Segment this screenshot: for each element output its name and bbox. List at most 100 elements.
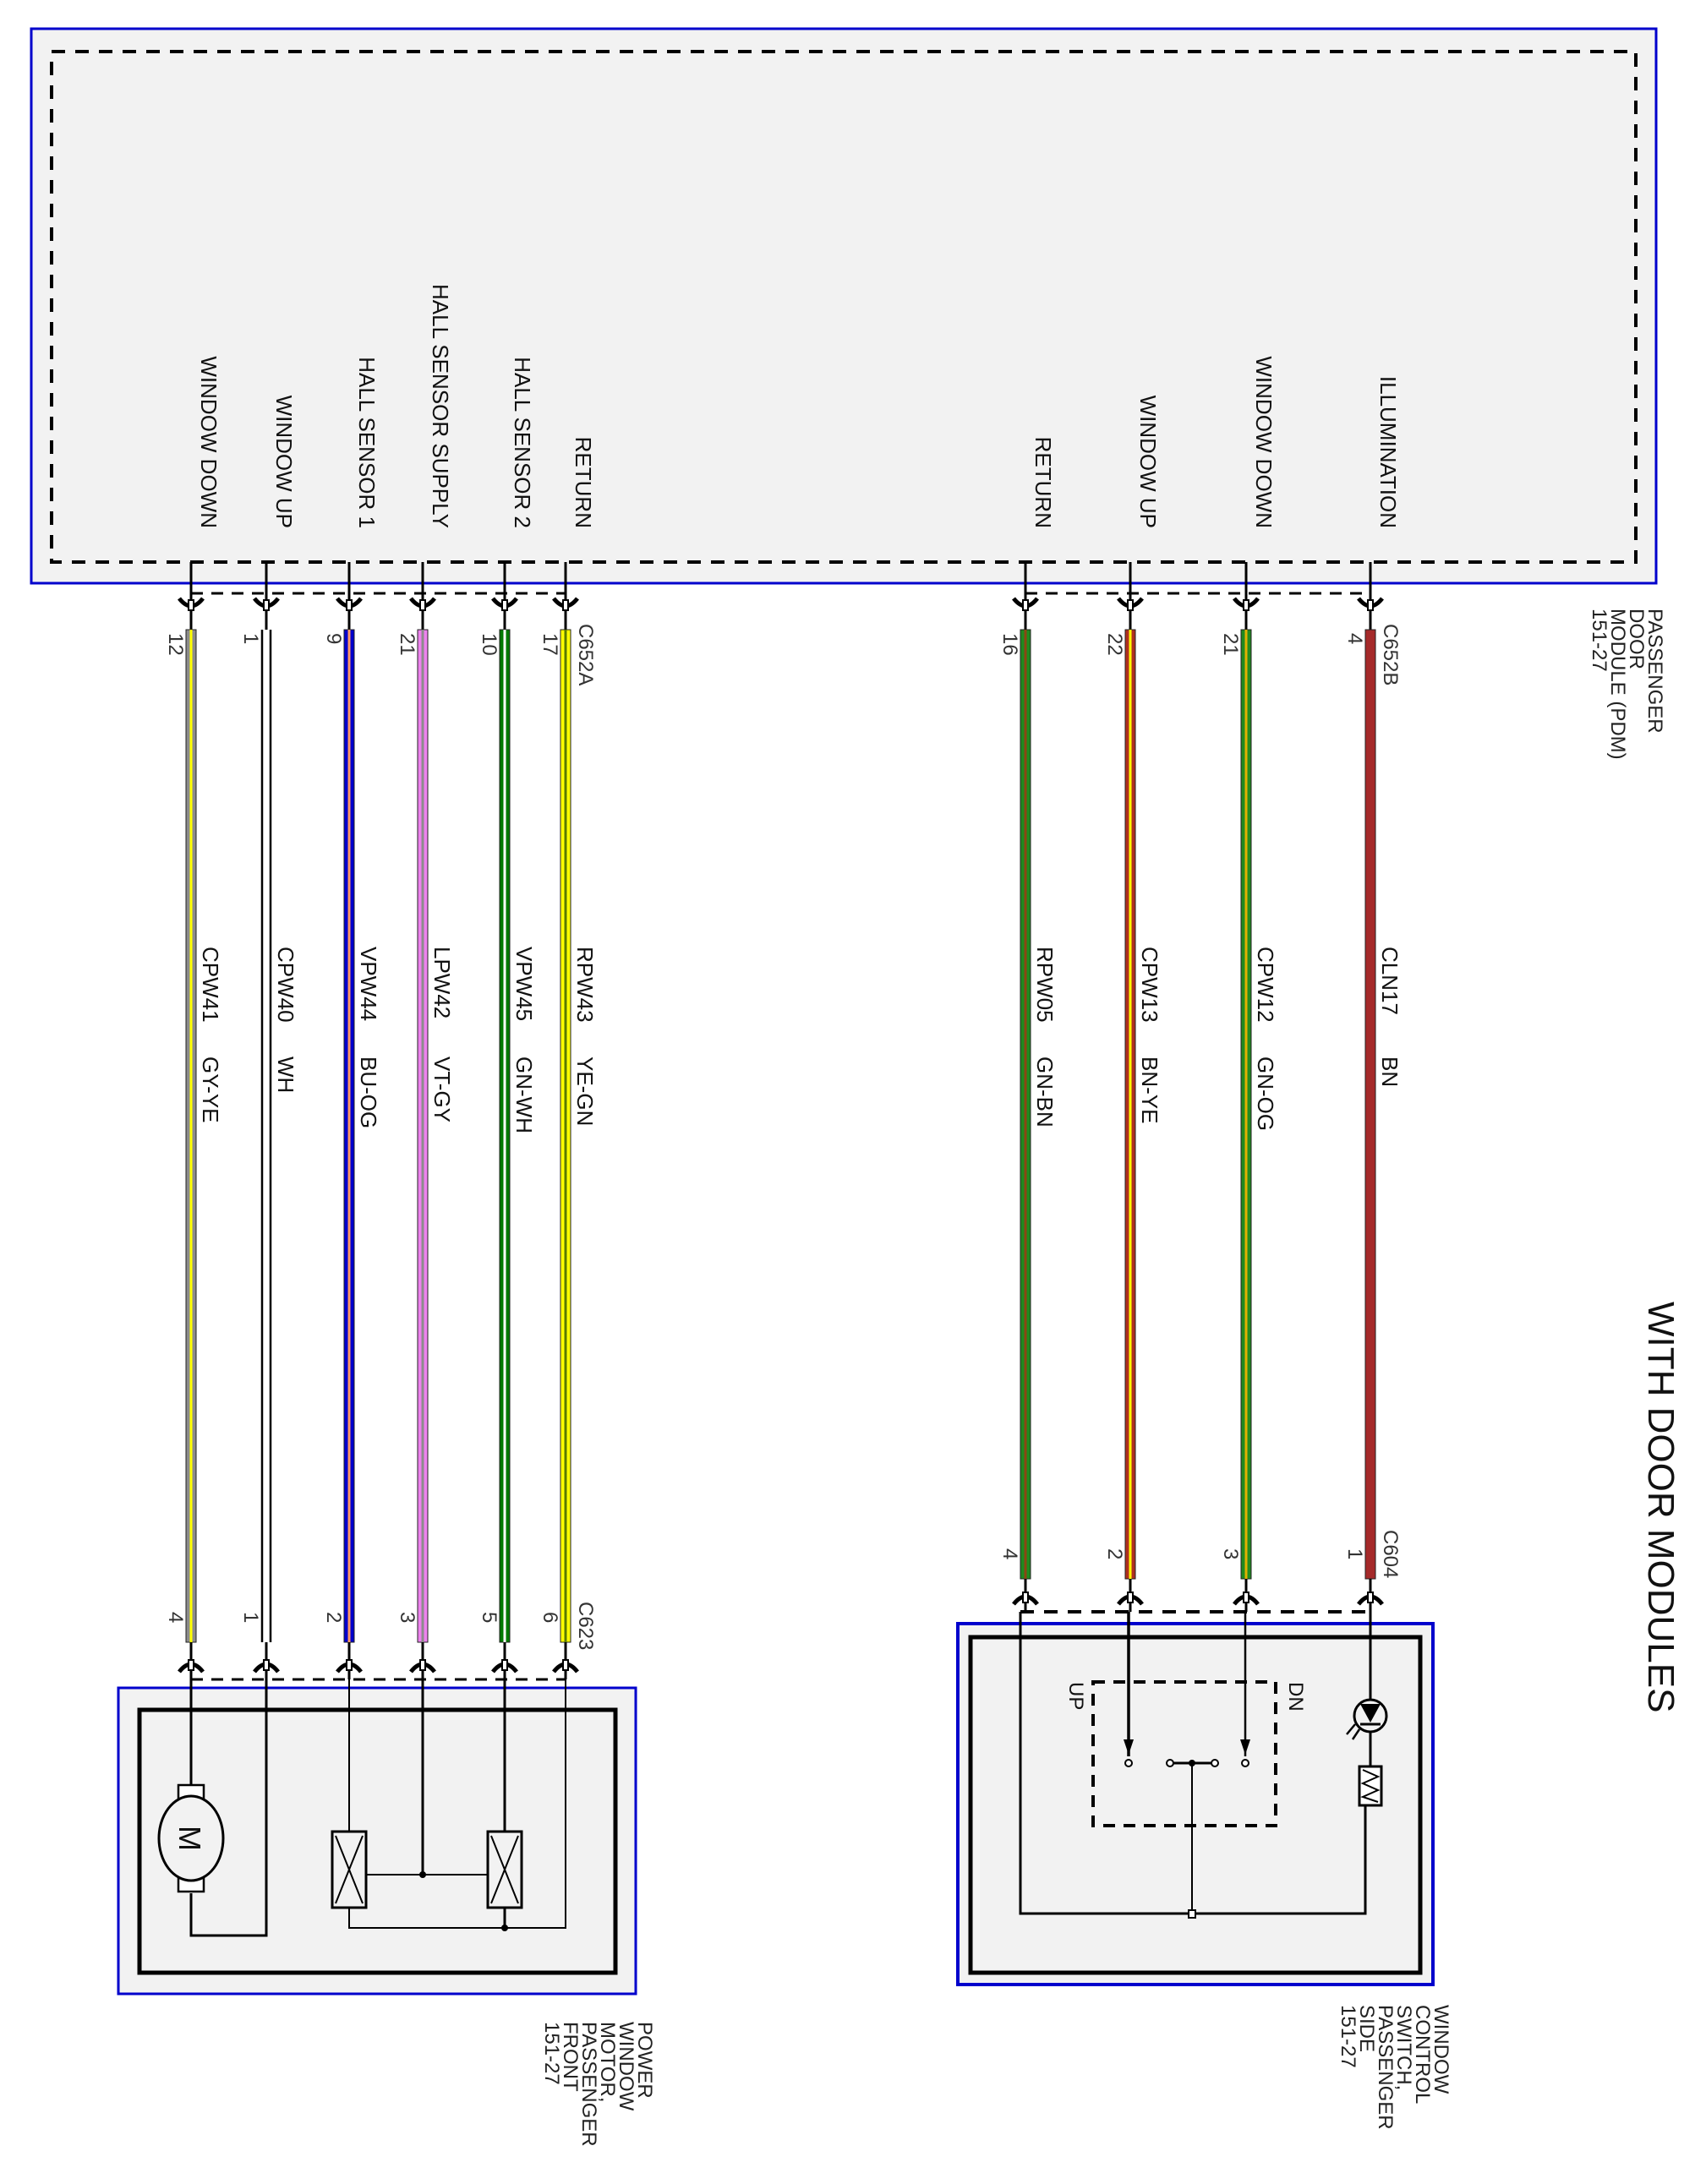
pdm-pin-function-label: RETURN — [1031, 437, 1056, 528]
top-pin-number: 9 — [322, 633, 345, 644]
switch-name-line: CONTROL — [1411, 2005, 1434, 2104]
connector-terminal-icon — [552, 1659, 579, 1673]
hall-sensor-2-cross — [490, 1835, 519, 1904]
pdm-pin-function-label: HALL SENSOR 2 — [510, 357, 535, 528]
hall-sensor-2-icon — [486, 1830, 523, 1909]
connector-terminal-icon — [336, 1659, 363, 1673]
switch-name-line: WINDOW — [1430, 2005, 1452, 2094]
connector-pin — [419, 1659, 426, 1671]
hall-return-loop — [348, 1679, 566, 1929]
wire-color-code-label: GN-BN — [1032, 1057, 1058, 1127]
motor-name-label: POWER WINDOW MOTOR, PASSENGER FRONT 151-… — [540, 2022, 656, 2147]
wire-stripe — [189, 630, 193, 1642]
wire-stripe — [1129, 630, 1132, 1579]
connector-pin — [346, 1659, 353, 1671]
top-pin-number: 10 — [478, 633, 500, 656]
connector-terminal-icon — [409, 1659, 436, 1673]
splice-point — [1188, 1909, 1196, 1919]
connector-pin — [1022, 599, 1029, 611]
pdm-pin-function-label: HALL SENSOR 1 — [354, 357, 380, 528]
connector-terminal-icon — [1012, 1592, 1039, 1606]
top-pin-number: 1 — [239, 633, 262, 644]
splice-dot — [501, 1925, 508, 1931]
connector-terminal-icon — [178, 597, 205, 611]
top-pin-number: 4 — [1343, 633, 1366, 644]
connector-terminal-icon — [1117, 597, 1144, 611]
pdm-module-border — [30, 27, 1658, 585]
wire-circuit-label: LPW42 — [429, 947, 455, 1018]
wire-circuit-label: CLN17 — [1377, 947, 1403, 1015]
switch-module-border — [956, 1622, 1435, 1986]
top-pin-number: 21 — [396, 633, 418, 656]
connector-pin — [1367, 1592, 1374, 1603]
wire-color-code-label: BU-OG — [356, 1057, 381, 1128]
bottom-pin-number: 2 — [322, 1612, 345, 1623]
connector-pin — [263, 599, 270, 611]
switch-name-line: 151-27 — [1337, 2005, 1359, 2068]
connector-pin — [1127, 1592, 1134, 1603]
switch-name-line: SWITCH, — [1392, 2005, 1415, 2090]
connector-pin — [501, 1659, 508, 1671]
pdm-name-label: PASSENGER DOOR MODULE (PDM) 151-27 — [1588, 609, 1666, 760]
connector-pin — [501, 599, 508, 611]
connector-terminal-icon — [1012, 597, 1039, 611]
motor-name-line: MOTOR, — [596, 2022, 619, 2103]
connector-pin — [188, 1659, 194, 1671]
switch-rocker-terminal — [1166, 1759, 1174, 1767]
motor-name-line: POWER — [633, 2022, 656, 2099]
pdm-pin-function-label: WINDOW DOWN — [196, 356, 221, 528]
led-light-ray — [1351, 1728, 1361, 1740]
wire-circuit-label: CPW13 — [1137, 947, 1162, 1023]
wire-stripe — [1244, 630, 1248, 1579]
wire-stripe — [347, 630, 351, 1642]
motor-wire-pin1 — [189, 1679, 268, 1937]
switch-dn-terminal — [1241, 1759, 1249, 1767]
power-window-motor-module: M — [117, 1679, 637, 1996]
connector-terminal-icon — [1357, 597, 1384, 611]
wire-circuit-label: RPW43 — [572, 947, 598, 1023]
motor-icon — [157, 1794, 225, 1882]
bottom-pin-number: 6 — [539, 1612, 561, 1623]
wire-circuit-label: CPW12 — [1253, 947, 1278, 1023]
connector-terminal-icon — [552, 597, 579, 611]
connector-pin — [1022, 1592, 1029, 1603]
connector-pin — [1243, 599, 1249, 611]
connector-pin — [419, 599, 426, 611]
connector-terminal-icon — [336, 597, 363, 611]
switch-name-line: PASSENGER — [1374, 2005, 1397, 2130]
wire-circuit-label: VPW44 — [356, 947, 381, 1021]
connector-pin — [562, 1659, 569, 1671]
pdm-name-line: MODULE (PDM) — [1606, 609, 1629, 760]
top-pin-number: 17 — [539, 633, 561, 656]
motor-symbol-label: M — [172, 1826, 207, 1851]
pdm-module-dashed-boundary — [50, 50, 1638, 564]
pdm-module — [30, 27, 1658, 585]
wire-color-code-label: YE-GN — [572, 1057, 598, 1126]
switch-up-arrow-icon — [1124, 1739, 1134, 1755]
top-pin-number: 21 — [1219, 633, 1242, 656]
wire-circuit-label: CPW41 — [198, 947, 223, 1023]
switch-dn-label: DN — [1284, 1682, 1307, 1712]
connector-terminal-icon — [409, 597, 436, 611]
pdm-name-line: DOOR — [1625, 609, 1648, 669]
switch-dashed-boundary — [1091, 1680, 1277, 1827]
splice-dot — [419, 1871, 426, 1878]
wire-stripe — [503, 630, 506, 1642]
wire-color-code-label: BN — [1377, 1057, 1403, 1087]
top-pin-number: 12 — [164, 633, 187, 656]
bottom-pin-number: 2 — [1103, 1548, 1126, 1559]
switch-name-label: WINDOW CONTROL SWITCH, PASSENGER SIDE 15… — [1337, 2005, 1452, 2130]
pdm-pin-function-label: RETURN — [571, 437, 596, 528]
led-light-ray — [1346, 1723, 1356, 1735]
bottom-pin-number: 5 — [478, 1612, 500, 1623]
